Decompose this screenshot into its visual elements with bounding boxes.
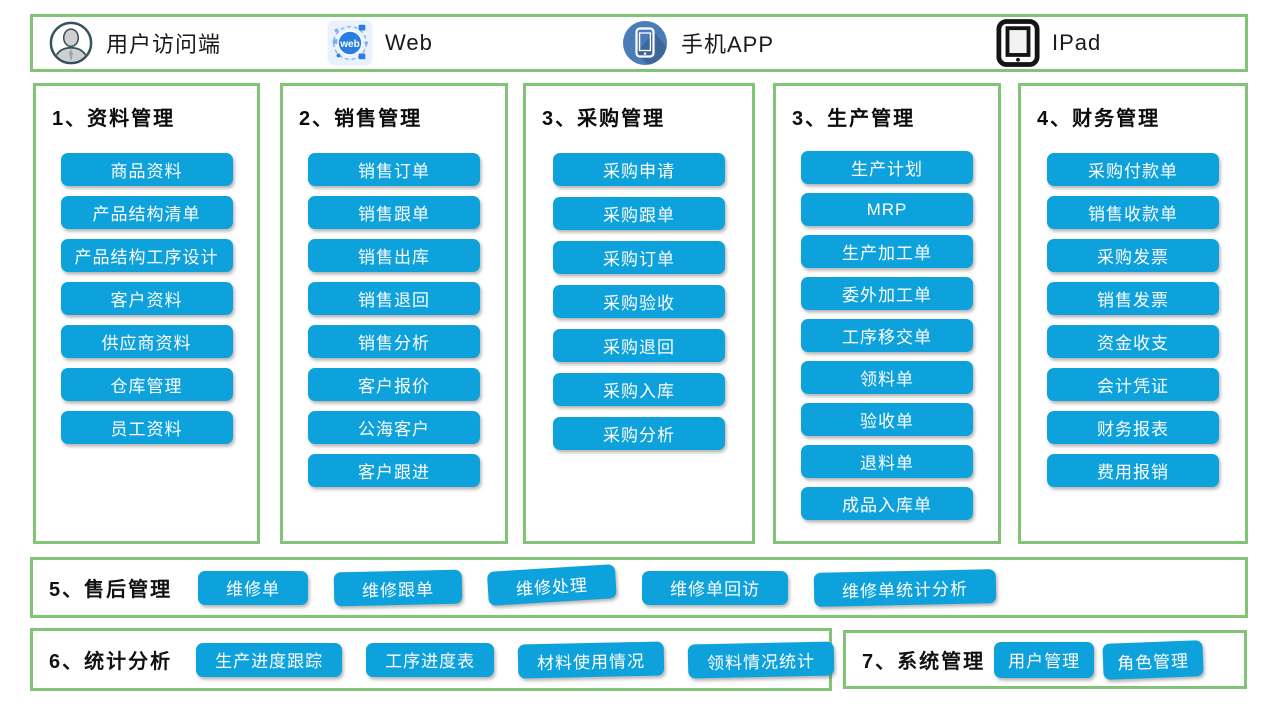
svg-text:web: web (339, 39, 360, 50)
panel-finance-management: 4、财务管理 采购付款单 销售收款单 采购发票 销售发票 资金收支 会计凭证 财… (1018, 83, 1248, 544)
module-button[interactable]: 采购退回 (553, 329, 725, 362)
module-button[interactable]: 生产加工单 (801, 235, 973, 268)
module-button[interactable]: 成品入库单 (801, 487, 973, 520)
module-button[interactable]: 公海客户 (308, 411, 480, 444)
panel-title: 3、生产管理 (792, 108, 916, 130)
panel-system-management: 7、系统管理 用户管理 角色管理 (843, 630, 1247, 689)
user-icon (48, 20, 94, 66)
module-button[interactable]: 费用报销 (1047, 454, 1219, 487)
panel-production-management: 3、生产管理 生产计划 MRP 生产加工单 委外加工单 工序移交单 领料单 验收… (773, 83, 1001, 544)
module-button[interactable]: 维修单统计分析 (813, 568, 997, 607)
module-button[interactable]: 仓库管理 (60, 368, 233, 401)
module-button[interactable]: 销售出库 (308, 239, 480, 272)
module-button[interactable]: 采购付款单 (1047, 153, 1219, 186)
module-button[interactable]: 工序进度表 (366, 642, 495, 677)
module-button[interactable]: 客户跟进 (308, 454, 480, 487)
module-button[interactable]: 财务报表 (1047, 411, 1219, 444)
panel-title: 3、采购管理 (542, 108, 666, 130)
panel-title: 2、销售管理 (299, 108, 423, 130)
panel-sales-management: 2、销售管理 销售订单 销售跟单 销售出库 销售退回 销售分析 客户报价 公海客… (280, 83, 508, 544)
module-button[interactable]: 会计凭证 (1047, 368, 1219, 401)
panel-statistics: 6、统计分析 生产进度跟踪 工序进度表 材料使用情况 领料情况统计 (30, 628, 835, 691)
access-item-label: 手机APP (681, 32, 775, 57)
module-button[interactable]: 供应商资料 (60, 325, 233, 358)
module-button[interactable]: 采购分析 (553, 417, 725, 450)
access-item-label: 用户访问端 (106, 32, 222, 57)
module-button[interactable]: 领料单 (801, 361, 973, 394)
module-button[interactable]: 采购申请 (553, 153, 725, 186)
access-item-web[interactable]: web Web (327, 17, 433, 69)
module-button[interactable]: 销售跟单 (308, 196, 480, 229)
button-group: 生产计划 MRP 生产加工单 委外加工单 工序移交单 领料单 验收单 退料单 成… (776, 151, 998, 520)
ipad-icon (996, 19, 1040, 67)
module-button[interactable]: 维修单回访 (642, 570, 789, 605)
module-button[interactable]: 员工资料 (60, 411, 233, 444)
module-button[interactable]: 客户报价 (308, 368, 480, 401)
panel-title: 6、统计分析 (49, 651, 173, 673)
panel-title: 1、资料管理 (52, 108, 176, 130)
module-button[interactable]: 采购发票 (1047, 239, 1219, 272)
module-button[interactable]: 客户资料 (60, 282, 233, 315)
access-item-mobile-app[interactable]: 手机APP (621, 17, 774, 69)
access-item-label: IPad (1052, 30, 1102, 55)
module-button[interactable]: 维修单 (198, 570, 309, 605)
button-group: 销售订单 销售跟单 销售出库 销售退回 销售分析 客户报价 公海客户 客户跟进 (283, 153, 505, 487)
module-button[interactable]: 采购订单 (553, 241, 725, 274)
panel-purchase-management: 3、采购管理 采购申请 采购跟单 采购订单 采购验收 采购退回 采购入库 采购分… (523, 83, 755, 544)
panel-after-sales: 5、售后管理 维修单 维修跟单 维修处理 维修单回访 维修单统计分析 (30, 557, 1248, 618)
panel-material-management: 1、资料管理 商品资料 产品结构清单 产品结构工序设计 客户资料 供应商资料 仓… (33, 83, 260, 544)
panel-title: 4、财务管理 (1037, 108, 1161, 130)
module-button[interactable]: 产品结构清单 (60, 196, 233, 229)
module-button[interactable]: 资金收支 (1047, 325, 1219, 358)
module-button[interactable]: 材料使用情况 (517, 640, 665, 679)
module-button[interactable]: 销售发票 (1047, 282, 1219, 315)
module-button[interactable]: 销售分析 (308, 325, 480, 358)
module-button[interactable]: 销售订单 (308, 153, 480, 186)
module-button[interactable]: MRP (801, 193, 973, 226)
button-group: 采购付款单 销售收款单 采购发票 销售发票 资金收支 会计凭证 财务报表 费用报… (1021, 153, 1245, 487)
module-button[interactable]: 生产计划 (801, 151, 973, 184)
module-button[interactable]: 采购验收 (553, 285, 725, 318)
access-bar: 用户访问端 web Web (30, 14, 1248, 72)
module-button[interactable]: 验收单 (801, 403, 973, 436)
module-button[interactable]: 用户管理 (994, 641, 1095, 678)
access-item-ipad[interactable]: IPad (996, 17, 1101, 69)
module-button[interactable]: 维修跟单 (333, 569, 463, 606)
module-button[interactable]: 采购跟单 (553, 197, 725, 230)
panel-title: 5、售后管理 (49, 579, 173, 601)
panel-title: 7、系统管理 (862, 651, 986, 673)
module-button[interactable]: 产品结构工序设计 (60, 239, 233, 272)
button-group: 采购申请 采购跟单 采购订单 采购验收 采购退回 采购入库 采购分析 (526, 153, 752, 450)
web-icon: web (327, 20, 373, 66)
module-button[interactable]: 维修处理 (487, 563, 617, 606)
access-item-label: Web (385, 30, 433, 55)
module-button[interactable]: 工序移交单 (801, 319, 973, 352)
module-button[interactable]: 销售收款单 (1047, 196, 1219, 229)
mobile-app-icon (621, 19, 669, 67)
button-group: 商品资料 产品结构清单 产品结构工序设计 客户资料 供应商资料 仓库管理 员工资… (36, 153, 257, 444)
module-button[interactable]: 委外加工单 (801, 277, 973, 310)
access-item-user[interactable]: 用户访问端 (48, 17, 221, 69)
module-button[interactable]: 退料单 (801, 445, 973, 478)
module-button[interactable]: 采购入库 (553, 373, 725, 406)
module-button[interactable]: 角色管理 (1102, 639, 1204, 680)
module-button[interactable]: 领料情况统计 (687, 640, 835, 679)
module-button[interactable]: 销售退回 (308, 282, 480, 315)
module-button[interactable]: 商品资料 (60, 153, 233, 186)
module-button[interactable]: 生产进度跟踪 (196, 642, 343, 677)
